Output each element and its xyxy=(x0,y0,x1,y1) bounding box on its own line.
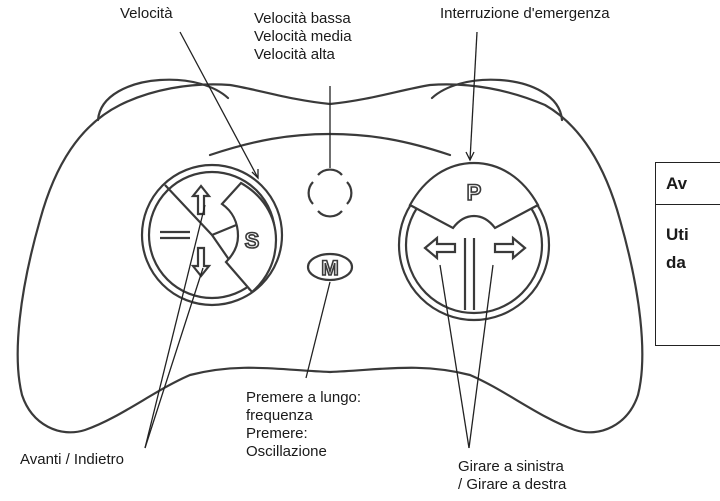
notice-body: Uti da xyxy=(656,205,720,277)
forward-back-label: Avanti / Indietro xyxy=(20,451,124,469)
turn-line-1: Girare a sinistra xyxy=(458,458,566,476)
forward-arrow-icon xyxy=(193,186,209,214)
leader-emergency xyxy=(470,32,477,160)
leader-lines xyxy=(145,32,493,448)
notice-line-2: da xyxy=(666,249,720,277)
mode-label: Premere a lungo: frequenza Premere: Osci… xyxy=(246,389,361,461)
p-key-label: P xyxy=(467,180,482,205)
right-bumper xyxy=(432,80,562,120)
mode-line-4: Oscillazione xyxy=(246,443,361,461)
leader-forward-2 xyxy=(145,205,205,448)
speed-label: Velocità xyxy=(120,5,173,23)
emergency-stop-label: Interruzione d'emergenza xyxy=(440,5,610,23)
mode-line-2: frequenza xyxy=(246,407,361,425)
backward-arrow-icon xyxy=(193,248,209,276)
turn-right-arrow-icon xyxy=(495,238,525,258)
leader-turn-2 xyxy=(469,265,493,448)
notice-box: Av Uti da xyxy=(655,162,720,346)
s-key-label: S xyxy=(245,228,260,253)
speed-indicator-ring xyxy=(309,170,352,217)
leader-speed xyxy=(180,32,258,178)
mode-line-1: Premere a lungo: xyxy=(246,389,361,407)
speed-low-text: Velocità bassa xyxy=(254,10,352,28)
notice-header: Av xyxy=(656,163,720,205)
turn-label: Girare a sinistra / Girare a destra xyxy=(458,458,566,494)
m-key-label: M xyxy=(321,257,339,280)
leader-mode xyxy=(306,282,330,378)
turn-line-2: / Girare a destra xyxy=(458,476,566,494)
speed-high-text: Velocità alta xyxy=(254,46,352,64)
speed-medium-text: Velocità media xyxy=(254,28,352,46)
notice-line-1: Uti xyxy=(666,221,720,249)
left-button-cluster xyxy=(142,165,282,305)
speed-levels-label: Velocità bassa Velocità media Velocità a… xyxy=(254,10,352,64)
turn-left-arrow-icon xyxy=(425,238,455,258)
mode-line-3: Premere: xyxy=(246,425,361,443)
